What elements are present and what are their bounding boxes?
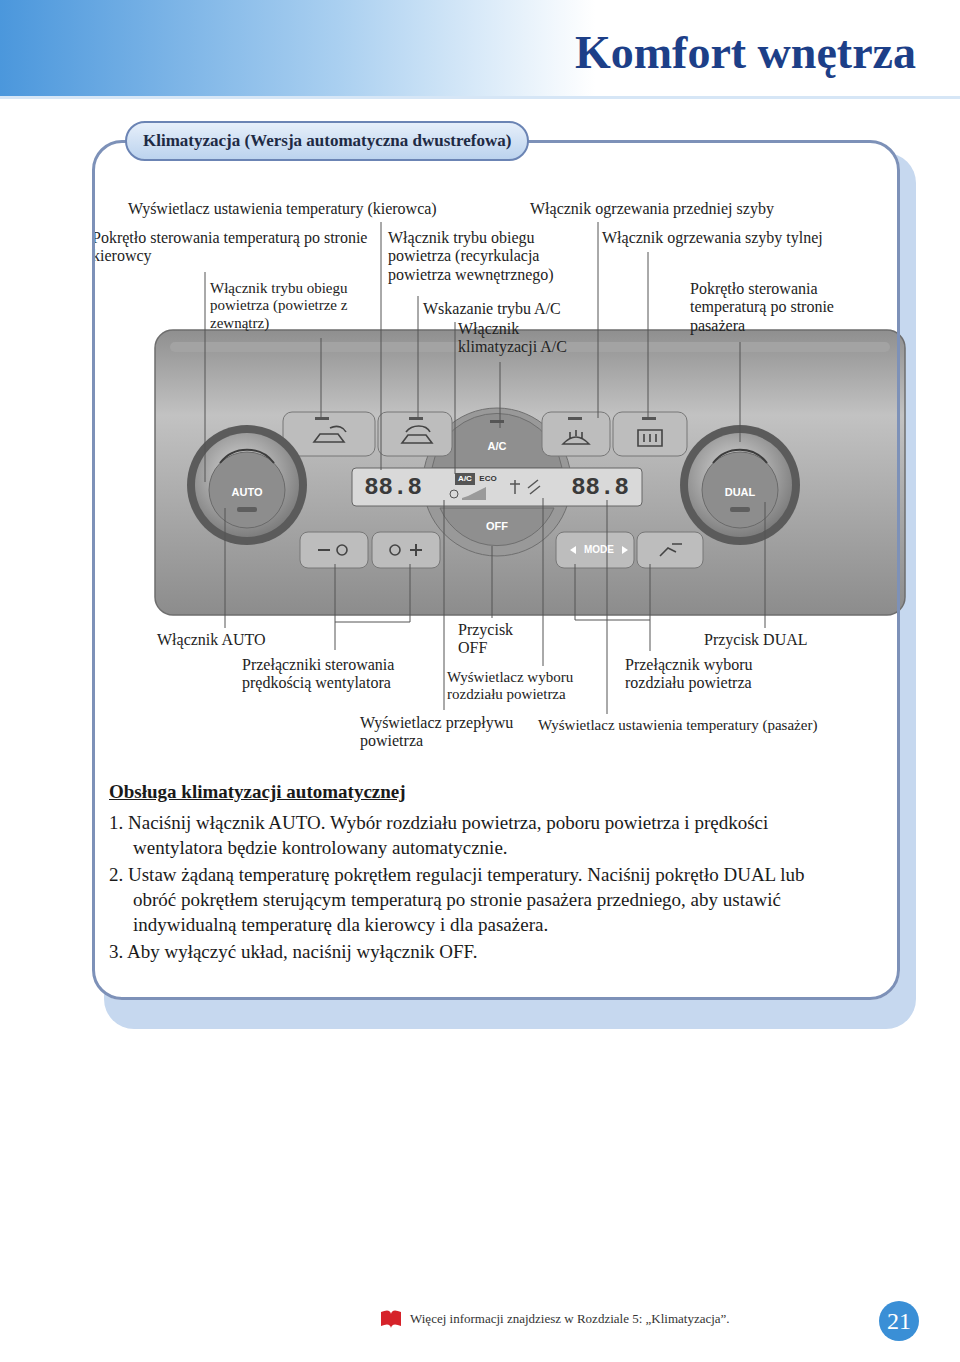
- header-rule: [0, 96, 960, 99]
- mode-left-arrow: [570, 546, 576, 554]
- mode-button: [556, 532, 634, 568]
- airflow-bars: [462, 487, 486, 500]
- display-indicator: A/C: [458, 475, 472, 483]
- rear-defrost-icon: [638, 430, 662, 446]
- fan-up-button: [372, 532, 440, 568]
- callout-label: Przełączniki sterowania prędkością wenty…: [242, 656, 434, 693]
- knob-button: [702, 452, 778, 528]
- button-legend: AUTO: [232, 487, 263, 498]
- indicator-led: [237, 507, 257, 512]
- leader-line: [381, 222, 382, 470]
- leader-line: [607, 500, 608, 714]
- section-heading: Klimatyzacja (Wersja automatyczna dwustr…: [143, 123, 511, 159]
- callout-label: Wyświetlacz przepływu powietrza: [360, 714, 528, 751]
- knob-rim: [680, 425, 800, 545]
- indicator-led: [642, 417, 656, 420]
- leader-line: [648, 252, 649, 418]
- fan-down-button: [300, 532, 368, 568]
- callout-label: Wyświetlacz ustawienia temperatury (kier…: [128, 200, 437, 218]
- leader-bracket: [335, 564, 410, 650]
- callout-label: Przycisk OFF: [458, 621, 538, 658]
- front-defrost-button: [542, 412, 610, 456]
- ac-indicator-box: [455, 473, 475, 485]
- rotation-arc: [220, 450, 274, 463]
- indicator-led: [730, 507, 750, 512]
- rear-defrost-button: [613, 412, 687, 456]
- leader-line: [205, 272, 206, 482]
- front-defrost-icon: [563, 430, 589, 444]
- instruction-step: 1. Naciśnij włącznik AUTO. Wybór rozdzia…: [109, 810, 823, 860]
- distribution-symbols: [510, 480, 540, 494]
- recirculation-icon: [402, 426, 432, 443]
- knob-body: [195, 433, 299, 537]
- leader-line: [500, 362, 501, 428]
- callout-label: Przełącznik wyboru rozdziału powietrza: [625, 656, 787, 693]
- instruction-heading: Obsługa klimatyzacji automatycznej: [109, 779, 799, 804]
- callout-label: Włącznik trybu obiegu powietrza (recyrku…: [388, 229, 600, 284]
- segment-digits: 88.8: [364, 476, 422, 500]
- leader-line: [598, 222, 599, 418]
- leader-line: [740, 342, 741, 442]
- reference-note: Więcej informacji znajdziesz w Rozdziale…: [410, 1311, 730, 1327]
- leader-line: [444, 500, 445, 710]
- distribution-button: [637, 532, 703, 568]
- segment-digits: 88.8: [571, 476, 629, 500]
- fan-icon: [390, 545, 400, 555]
- callout-label: Wyświetlacz wyboru rozdziału powietrza: [447, 669, 609, 704]
- button-legend: OFF: [486, 521, 508, 532]
- header-band: [0, 0, 960, 96]
- fan-symbol: [450, 490, 458, 498]
- instruction-step: 3. Aby wyłączyć układ, naciśnij wyłączni…: [109, 939, 823, 964]
- indicator-led: [490, 420, 504, 423]
- leader-line: [455, 322, 456, 474]
- page-number: 21: [887, 1308, 911, 1335]
- instruction-step: 2. Ustaw żądaną temperaturę pokrętłem re…: [109, 862, 823, 937]
- callout-label: Włącznik trybu obiegu powietrza (powietr…: [210, 280, 380, 332]
- minus-symbol: [318, 549, 330, 551]
- knob-button: [209, 452, 285, 528]
- knob-body: [688, 433, 792, 537]
- display-indicator: ECO: [479, 475, 496, 483]
- book-icon: [381, 1310, 401, 1328]
- callout-label: Włącznik AUTO: [157, 631, 266, 649]
- rotation-arc: [713, 450, 767, 463]
- callout-label: Przycisk DUAL: [704, 631, 808, 649]
- page-number-badge: 21: [879, 1301, 919, 1341]
- leader-line: [225, 508, 226, 628]
- plus-symbol: [410, 544, 422, 556]
- button-legend: A/C: [488, 441, 507, 452]
- callout-label: Wyświetlacz ustawienia temperatury (pasa…: [538, 717, 817, 734]
- leader-line: [492, 546, 493, 618]
- leader-lines: [205, 222, 765, 714]
- leader-bracket: [575, 564, 650, 651]
- mode-right-arrow: [622, 546, 628, 554]
- recirculation-button: [378, 412, 452, 456]
- indicator-led: [409, 417, 423, 420]
- fresh-air-icon: [314, 426, 346, 442]
- indicator-led: [315, 417, 329, 420]
- callout-label: Włącznik ogrzewania szyby tylnej: [602, 229, 823, 247]
- callout-label: Włącznik ogrzewania przedniej szyby: [530, 200, 774, 218]
- leader-line: [765, 502, 766, 628]
- leader-line: [418, 296, 419, 418]
- leader-line: [543, 498, 544, 666]
- off-button: [440, 508, 554, 546]
- section-heading-pill: Klimatyzacja (Wersja automatyczna dwustr…: [125, 121, 529, 161]
- callout-label: Wskazanie trybu A/C: [423, 300, 561, 318]
- control-panel-housing: [155, 330, 905, 615]
- distribution-icon: [660, 544, 682, 556]
- fresh-air-button: [283, 412, 375, 456]
- button-legend: MODE: [584, 545, 614, 555]
- indicator-led: [568, 417, 582, 420]
- content-panel: Obsługa klimatyzacji automatycznej 1. Nac…: [92, 140, 900, 1000]
- page-title: Komfort wnętrza: [575, 26, 916, 79]
- callout-label: Pokrętło sterowania temperaturą po stron…: [690, 280, 882, 335]
- button-legend: DUAL: [725, 487, 756, 498]
- leader-line: [321, 338, 322, 418]
- callout-label: Włącznik klimatyzacji A/C: [458, 320, 600, 357]
- lcd-display: [352, 468, 642, 506]
- callout-label: Pokrętło sterowania temperaturą po stron…: [92, 229, 384, 266]
- fan-icon: [337, 545, 347, 555]
